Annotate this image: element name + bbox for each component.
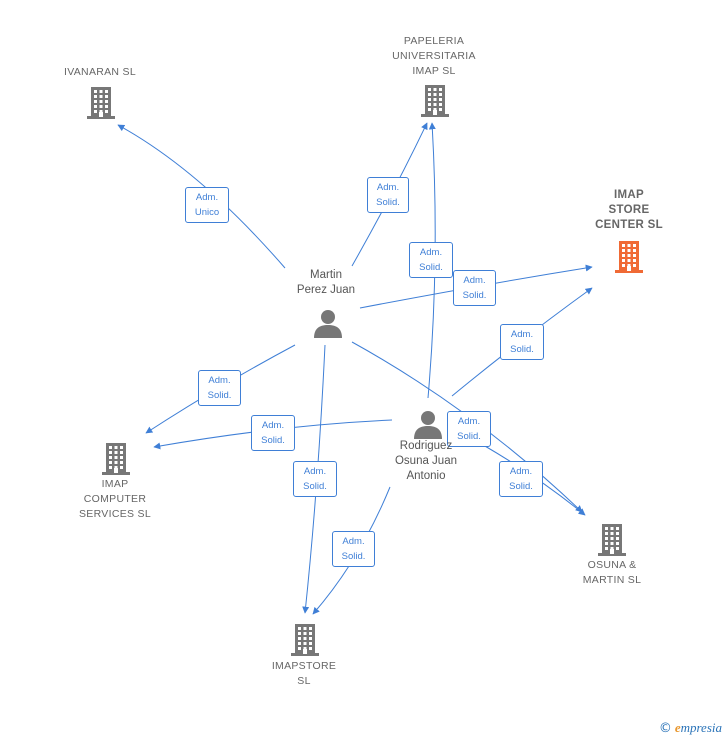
edge-label-rodriguez-to-imapstore: Adm. Solid. — [332, 531, 375, 567]
node-label-ivanaran[interactable]: IVANARAN SL — [64, 66, 136, 78]
edge-label-martin-to-papeleria: Adm. Solid. — [367, 177, 409, 213]
building-icon-osuna_martin[interactable] — [598, 523, 626, 562]
edge-label-rodriguez-to-osuna_martin: Adm. Solid. — [499, 461, 543, 497]
building-icon-ivanaran[interactable] — [87, 86, 115, 125]
node-label-osuna_martin[interactable]: OSUNA & MARTIN SL — [582, 559, 642, 586]
building-icon-imap_computer[interactable] — [102, 442, 130, 481]
edge-label-rodriguez-to-papeleria: Adm. Solid. — [409, 242, 453, 278]
node-label-imap_store_center[interactable]: IMAP STORE CENTER SL — [595, 189, 663, 231]
copyright-symbol: © — [658, 721, 672, 736]
building-icon-papeleria[interactable] — [421, 84, 449, 123]
brand-name: mpresia — [680, 720, 722, 735]
node-label-rodriguez[interactable]: Rodriguez Osuna Juan Antonio — [394, 440, 457, 482]
edge-label-martin-to-imap_computer: Adm. Solid. — [198, 370, 241, 406]
edge-label-rodriguez-to-imap_store_center: Adm. Solid. — [500, 324, 544, 360]
edge-label-martin-to-osuna_martin: Adm. Solid. — [447, 411, 491, 447]
building-icon-imap_store_center[interactable] — [615, 240, 643, 279]
node-label-martin[interactable]: Martin Perez Juan — [296, 269, 356, 296]
node-label-papeleria[interactable]: PAPELERIA UNIVERSITARIA IMAP SL — [392, 35, 476, 77]
edge-label-martin-to-ivanaran: Adm. Unico — [185, 187, 229, 223]
node-label-imap_computer[interactable]: IMAP COMPUTER SERVICES SL — [79, 478, 151, 520]
edge-label-rodriguez-to-imap_computer: Adm. Solid. — [251, 415, 295, 451]
person-icon-martin[interactable] — [313, 308, 343, 343]
person-icon-rodriguez[interactable] — [413, 409, 443, 444]
edge-martin-to-ivanaran — [117, 124, 286, 269]
edge-label-martin-to-imap_store_center: Adm. Solid. — [453, 270, 496, 306]
brand-initial: e — [674, 720, 681, 735]
footer-brand: ©empresia — [659, 720, 722, 736]
edge-label-martin-to-imapstore: Adm. Solid. — [293, 461, 337, 497]
building-icon-imapstore[interactable] — [291, 623, 319, 662]
node-label-imapstore[interactable]: IMAPSTORE SL — [271, 660, 337, 687]
